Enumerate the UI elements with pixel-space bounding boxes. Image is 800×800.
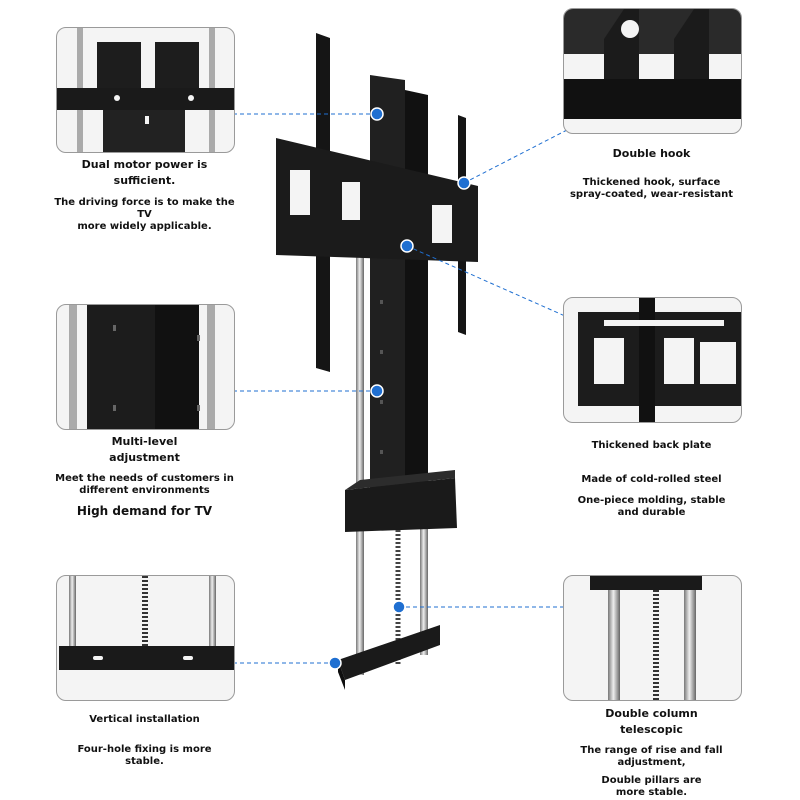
callout-dot <box>392 600 406 614</box>
double-hook-desc: Thickened hook, surface spray-coated, we… <box>569 177 734 200</box>
back-plate-title: Thickened back plate <box>591 440 712 451</box>
dual-motor-detail-image <box>56 27 235 153</box>
double-column-title: Double column telescopic <box>605 707 698 736</box>
double-column-desc-2: Double pillars are more stable. <box>601 775 702 798</box>
back-plate-detail-image <box>563 297 742 423</box>
callout-dot <box>457 176 471 190</box>
vertical-installation-detail-image <box>56 575 235 701</box>
multi-level-detail-image <box>56 304 235 430</box>
double-hook-title: Double hook <box>612 147 691 160</box>
multi-level-desc: Meet the needs of customers in different… <box>55 473 234 496</box>
back-plate-desc-2: One-piece molding, stable and durable <box>577 495 726 518</box>
vertical-installation-title: Vertical installation <box>89 714 200 725</box>
vertical-installation-desc: Four-hole fixing is more stable. <box>77 744 212 767</box>
double-column-desc-1: The range of rise and fall adjustment, <box>580 745 723 768</box>
dual-motor-desc: The driving force is to make the TV more… <box>54 197 235 232</box>
double-hook-detail-image <box>563 8 742 134</box>
multi-level-title: Multi-level adjustment <box>109 435 180 464</box>
callout-dot <box>328 656 342 670</box>
back-plate-desc-1: Made of cold-rolled steel <box>581 474 722 485</box>
callout-dot <box>370 384 384 398</box>
multi-level-tagline: High demand for TV <box>76 504 213 518</box>
callout-dot <box>400 239 414 253</box>
double-column-detail-image <box>563 575 742 701</box>
dual-motor-title: Dual motor power is sufficient. <box>81 158 208 187</box>
callout-dot <box>370 107 384 121</box>
